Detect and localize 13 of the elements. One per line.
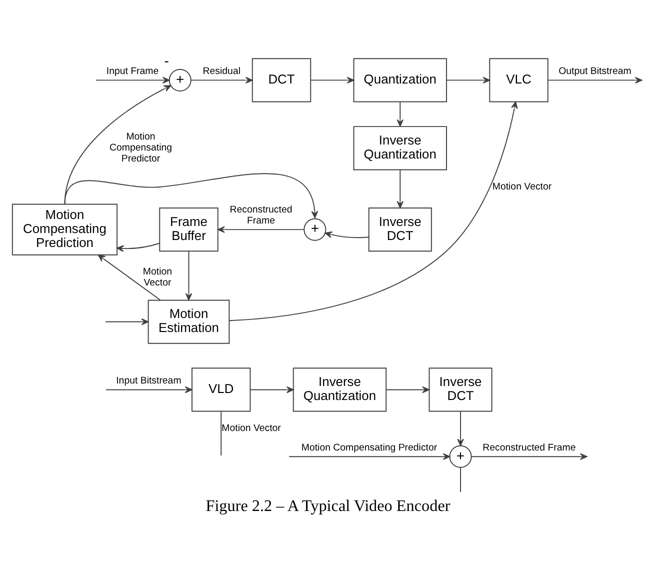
edge-label: Motion Compensating Predictor xyxy=(301,442,438,453)
edge-label: Input Bitstream xyxy=(116,374,182,386)
edge-label: Output Bitstream xyxy=(558,65,632,76)
node-label: - xyxy=(164,52,169,68)
edge-label: Motion Vector xyxy=(492,180,552,192)
edge-label: Residual xyxy=(202,65,241,76)
edge-label: Motion Vector xyxy=(222,422,281,434)
edge-label: Input Frame xyxy=(106,65,159,76)
edge-label: Motion Vector xyxy=(142,266,172,288)
edge-label: Reconstructed Frame xyxy=(482,442,576,453)
edge-label: Reconstructed Frame xyxy=(230,204,292,226)
edge-label: Motion Compensating Predictor xyxy=(110,131,172,164)
caption: Figure 2.2 – A Typical Video Encoder xyxy=(206,497,450,514)
